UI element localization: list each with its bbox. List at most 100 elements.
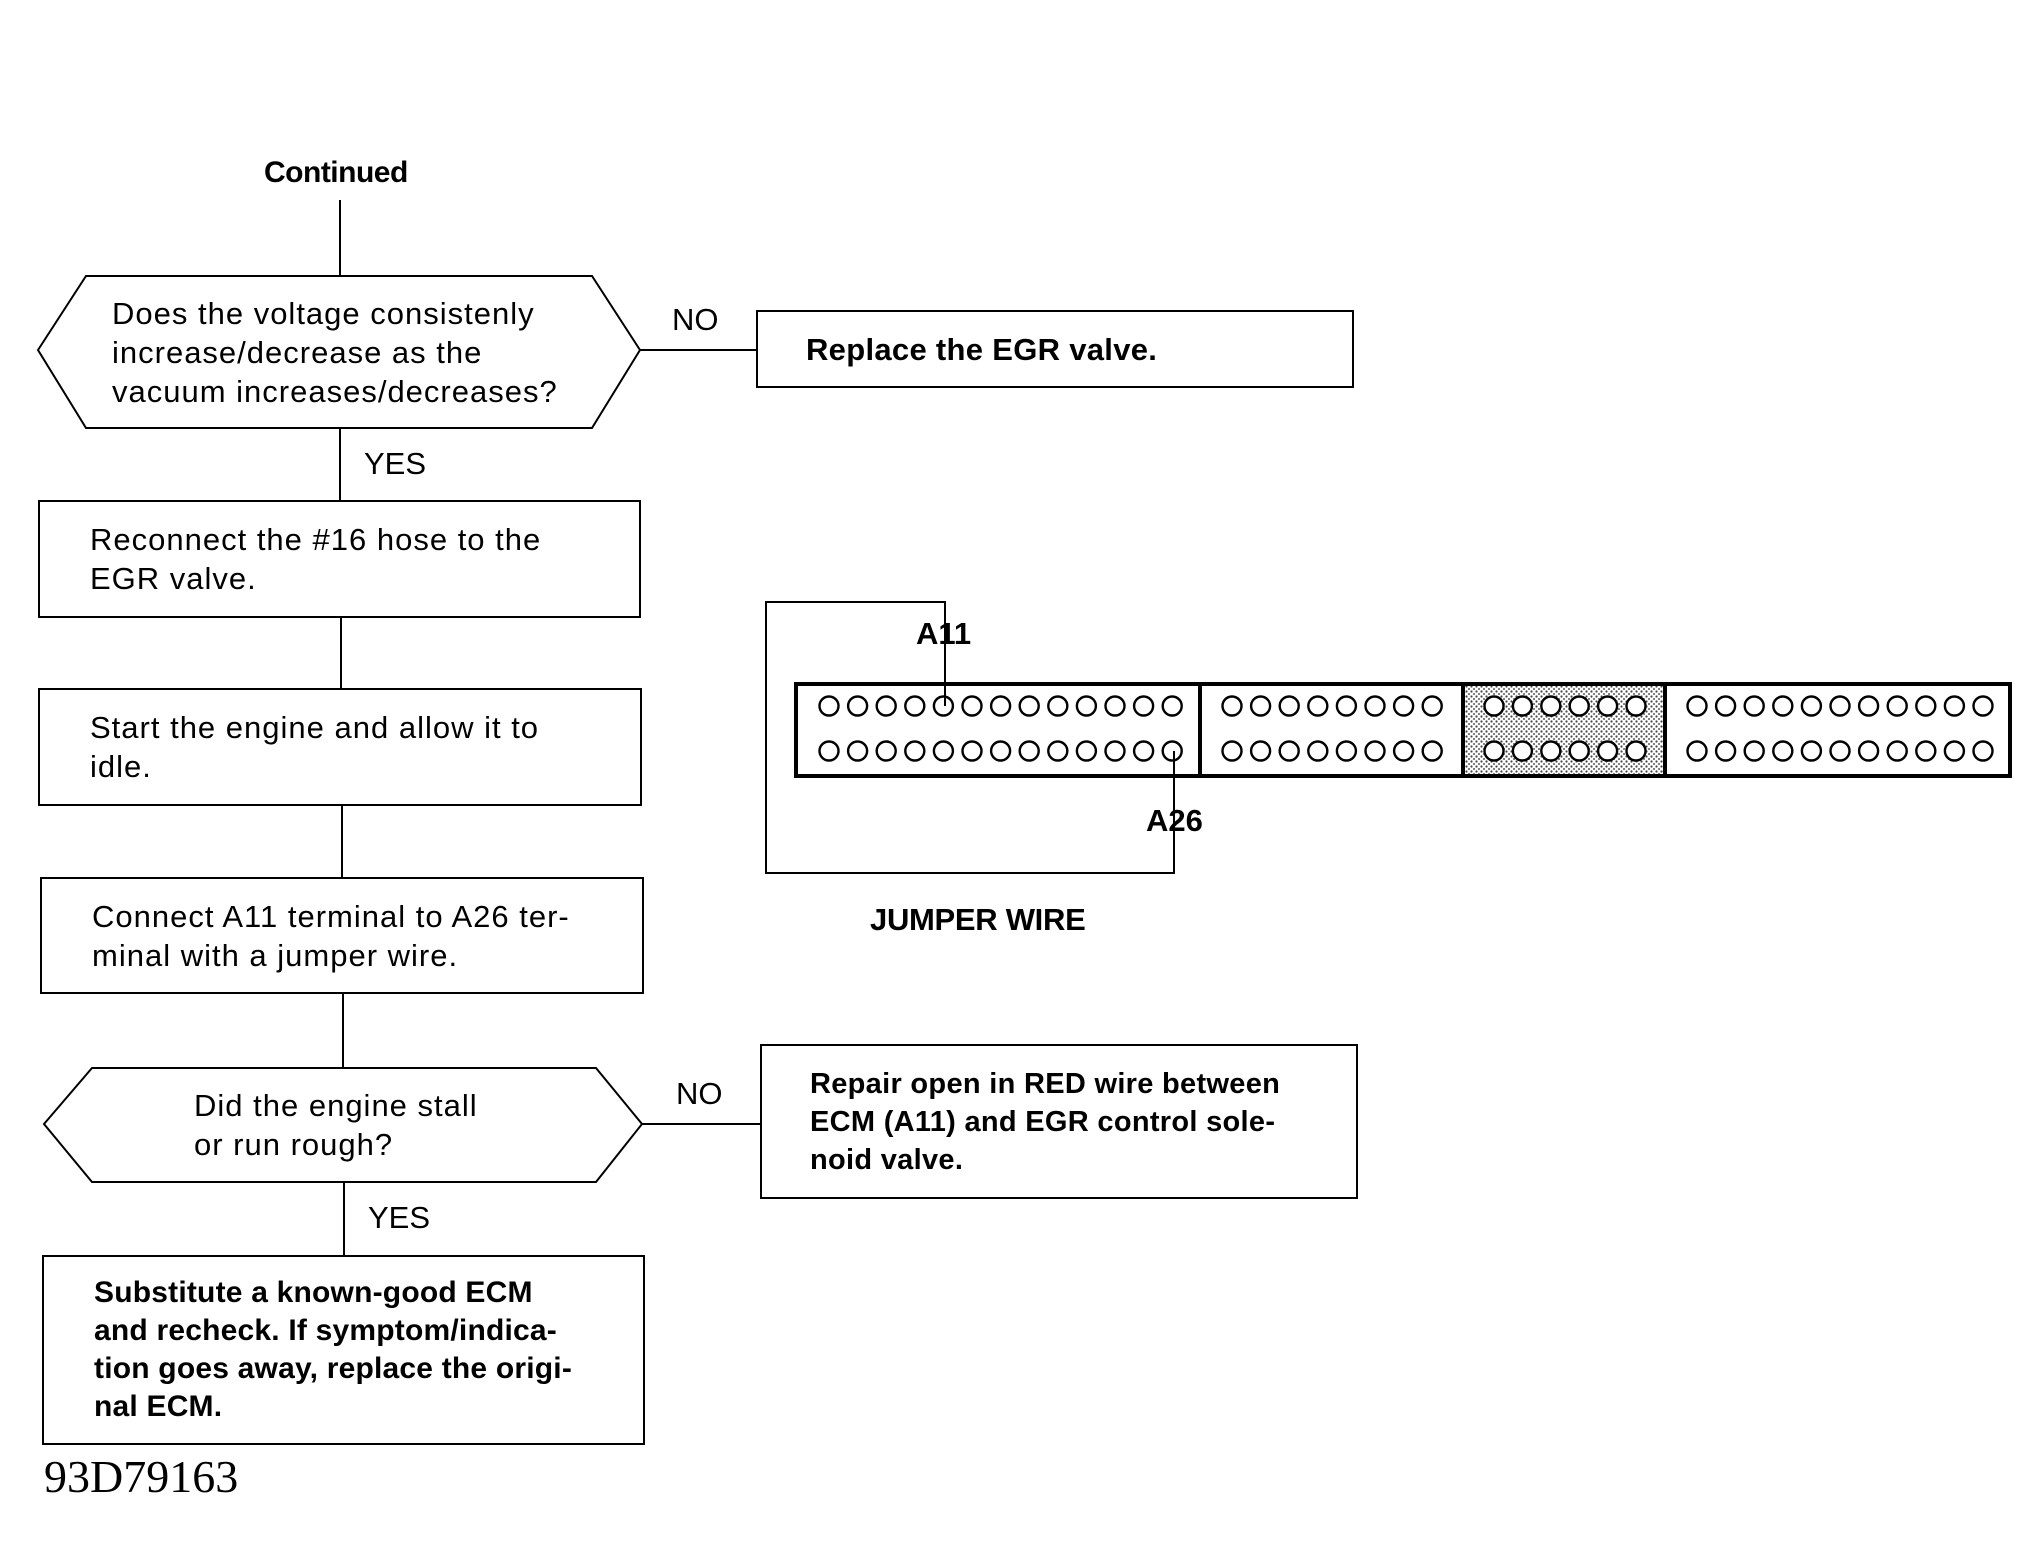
connector-pin	[1075, 695, 1098, 717]
step-substitute-ecm-line: and recheck. If symptom/indica-	[94, 1314, 557, 1347]
ecm-connector	[765, 601, 2012, 874]
connector-pin	[932, 740, 955, 762]
connector-pin	[904, 695, 926, 717]
connector-pin	[1364, 740, 1386, 762]
pin-a11-label: A11	[916, 616, 972, 651]
connector-pin	[1772, 695, 1794, 717]
connector-pin	[1221, 740, 1243, 762]
connector-pin	[1743, 695, 1765, 717]
connector-pin	[1392, 740, 1415, 762]
connector-pin	[961, 740, 983, 762]
connector-pin	[932, 695, 955, 717]
step-start-engine: Start the engine and allow it to idle.	[38, 688, 642, 806]
connector-pin	[1511, 740, 1534, 762]
connector-pin	[1278, 740, 1300, 762]
connector-pin	[1221, 695, 1243, 717]
connector-pin	[875, 695, 897, 717]
step-substitute-ecm-line: Substitute a known-good ECM	[94, 1276, 533, 1309]
connector-pin	[1686, 695, 1708, 717]
connector-pin	[1161, 695, 1183, 717]
decision-q1-line: vacuum increases/decreases?	[112, 374, 558, 409]
step-connect-jumper-line: minal with a jumper wire.	[92, 937, 459, 973]
connector-pin	[1800, 740, 1823, 762]
connector-pin	[1686, 740, 1708, 762]
decision-q2-text: Did the engine stall or run rough?	[194, 1086, 478, 1164]
decision-q2-line: or run rough?	[194, 1127, 394, 1162]
step-reconnect-hose-line: EGR valve.	[90, 561, 257, 596]
connector-pin	[1018, 695, 1040, 717]
connector-pin	[1596, 695, 1619, 717]
connector-pin	[1540, 695, 1562, 717]
connector-pin	[846, 740, 869, 762]
pin-a26-label: A26	[1146, 803, 1203, 838]
connector-pin	[1857, 695, 1880, 717]
continued-label: Continued	[264, 156, 408, 189]
action-repair-open-wire-line: ECM (A11) and EGR control sole-	[810, 1105, 1276, 1138]
jumper-wire-path	[765, 601, 1175, 874]
connector-pin	[1483, 740, 1505, 762]
connector-pin	[1249, 740, 1272, 762]
decision-q1-line: Does the voltage consistenly	[112, 296, 535, 331]
connector-pin	[1800, 695, 1823, 717]
connector-pin	[1335, 740, 1358, 762]
connector-pin	[1335, 695, 1358, 717]
step-start-engine-line: idle.	[90, 749, 152, 784]
figure-id: 93D79163	[44, 1451, 239, 1502]
connector-pin	[1972, 740, 1994, 762]
connector-pin	[989, 740, 1012, 762]
step-substitute-ecm-line: tion goes away, replace the origi-	[94, 1352, 573, 1385]
connector-pin	[1568, 695, 1590, 717]
step-substitute-ecm: Substitute a known-good ECM and recheck.…	[42, 1255, 645, 1445]
step-substitute-ecm-line: nal ECM.	[94, 1390, 223, 1423]
decision-q2-line: Did the engine stall	[194, 1088, 478, 1123]
connector-pin	[818, 695, 840, 717]
connector-pin	[1568, 740, 1590, 762]
connector-pin	[1943, 740, 1966, 762]
connector-pin	[961, 695, 983, 717]
action-replace-egr-valve-text: Replace the EGR valve.	[806, 331, 1158, 367]
connector-pin	[1132, 695, 1155, 717]
action-repair-open-wire-line: Repair open in RED wire between	[810, 1067, 1281, 1100]
decision-q1-text: Does the voltage consistenly increase/de…	[112, 294, 558, 411]
connector-outline	[794, 682, 2012, 778]
connector-pin	[1161, 740, 1183, 762]
connector-pin	[1625, 740, 1647, 762]
action-repair-open-wire-line: noid valve.	[810, 1143, 964, 1176]
connector-pin	[904, 740, 926, 762]
connector-pin	[1421, 695, 1443, 717]
connector-pin	[846, 695, 869, 717]
connector-pin	[1104, 695, 1126, 717]
connector-pin	[1829, 740, 1851, 762]
step-reconnect-hose-line: Reconnect the #16 hose to the	[90, 522, 542, 557]
decision-hexagon-q2	[42, 1067, 644, 1183]
connector-pin	[875, 740, 897, 762]
connector-pin	[1943, 695, 1966, 717]
jumper-wire-label: JUMPER WIRE	[870, 902, 1086, 937]
connector-pin	[1483, 695, 1505, 717]
q2-no-label: NO	[676, 1076, 723, 1111]
connector-pin	[1886, 740, 1908, 762]
connector-pin	[1132, 740, 1155, 762]
connector-pin	[1915, 740, 1937, 762]
decision-hexagon-q1	[36, 275, 642, 429]
decision-q1-line: increase/decrease as the	[112, 335, 483, 370]
connector-pin	[1278, 695, 1300, 717]
step-reconnect-hose: Reconnect the #16 hose to the EGR valve.	[38, 500, 641, 618]
connector-pin	[1307, 740, 1329, 762]
connector-pin	[1047, 740, 1069, 762]
action-repair-open-wire: Repair open in RED wire between ECM (A11…	[760, 1044, 1358, 1199]
connector-pin	[1392, 695, 1415, 717]
connector-pin	[1104, 740, 1126, 762]
q1-no-label: NO	[672, 302, 719, 337]
q2-yes-label: YES	[368, 1200, 431, 1235]
connector-pin	[1857, 740, 1880, 762]
step-start-engine-line: Start the engine and allow it to	[90, 710, 540, 745]
connector-pin	[1540, 740, 1562, 762]
connector-pin	[1743, 740, 1765, 762]
connector-pin	[1249, 695, 1272, 717]
connector-pin	[1714, 740, 1737, 762]
connector-pin	[1364, 695, 1386, 717]
connector-pin	[989, 695, 1012, 717]
q1-yes-label: YES	[364, 446, 427, 481]
